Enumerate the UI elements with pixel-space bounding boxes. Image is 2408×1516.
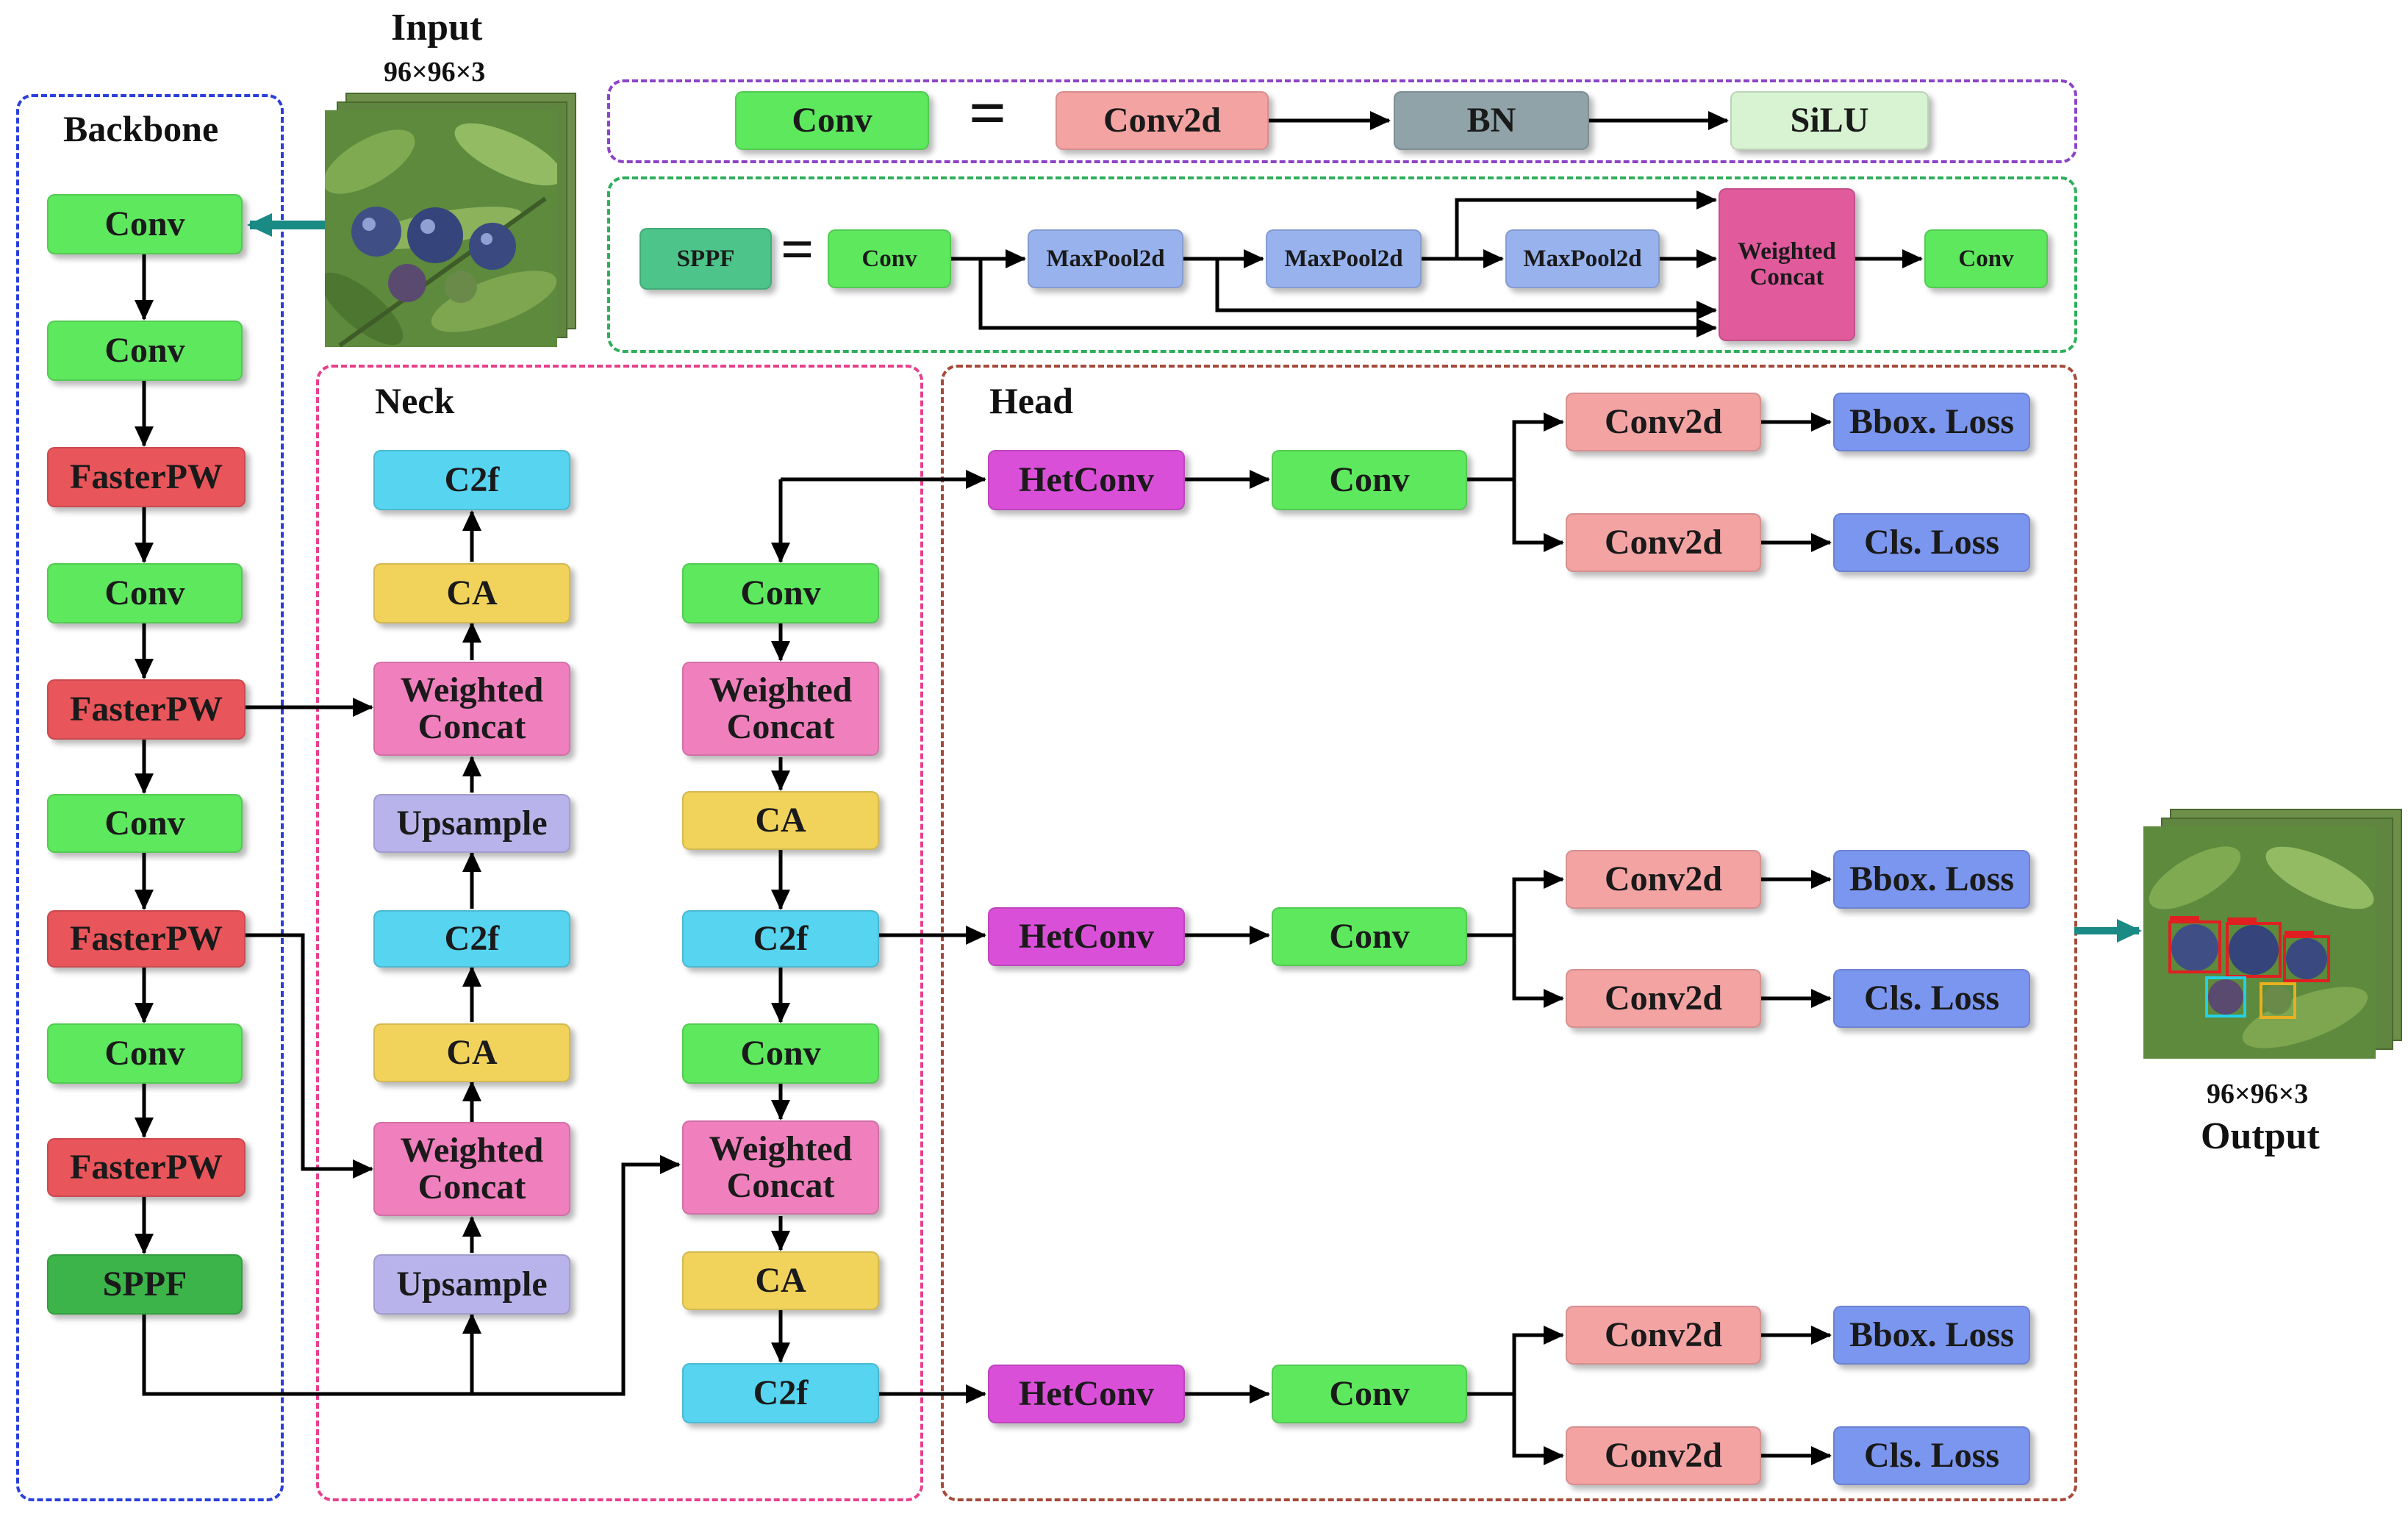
neck-right-weighted-concat-top: Weighted Concat [682,662,879,756]
head-bbox-loss-1: Bbox. Loss [1833,393,2030,451]
legend-conv: Conv [735,91,929,150]
head-cls-loss-2: Cls. Loss [1833,969,2030,1028]
head-hetconv-3: HetConv [988,1365,1185,1423]
neck-right-ca-bottom: CA [682,1251,879,1310]
neck-left-weighted-concat-top: Weighted Concat [373,662,570,756]
conv-legend-region [607,79,2077,163]
neck-left-c2f-mid: C2f [373,910,570,968]
neck-left-ca-mid: CA [373,1023,570,1082]
legend-maxpool2d-1: MaxPool2d [1028,229,1183,288]
backbone-conv-5: Conv [47,1023,243,1084]
backbone-fasterpw-1: FasterPW [47,447,246,507]
backbone-title: Backbone [63,108,219,149]
head-conv2d-1b: Conv2d [1566,513,1761,572]
legend-bn: BN [1394,91,1589,150]
head-conv2d-2a: Conv2d [1566,850,1761,909]
head-bbox-loss-3: Bbox. Loss [1833,1306,2030,1365]
legend-sppf-conv-in: Conv [828,229,951,288]
head-hetconv-1: HetConv [988,450,1185,510]
head-conv2d-3b: Conv2d [1566,1426,1761,1485]
neck-right-c2f-mid: C2f [682,910,879,968]
neck-left-c2f-top: C2f [373,450,570,510]
legend-sppf-equals: = [781,218,814,282]
neck-left-weighted-concat-bottom: Weighted Concat [373,1122,570,1216]
neck-right-c2f-bottom: C2f [682,1363,879,1423]
input-title: Input [391,7,483,49]
legend-maxpool2d-2: MaxPool2d [1266,229,1422,288]
output-title: Output [2201,1115,2320,1157]
neck-left-ca-top: CA [373,563,570,623]
head-conv2d-1a: Conv2d [1566,393,1761,451]
neck-region [316,365,923,1501]
legend-maxpool2d-3: MaxPool2d [1505,229,1660,288]
backbone-conv-4: Conv [47,794,243,853]
head-title: Head [989,380,1073,421]
backbone-conv-1: Conv [47,194,243,254]
neck-right-weighted-concat-bottom: Weighted Concat [682,1120,879,1215]
legend-sppf-conv-out: Conv [1924,229,2048,288]
head-conv2d-2b: Conv2d [1566,969,1761,1028]
backbone-conv-2: Conv [47,321,243,381]
neck-right-conv-top: Conv [682,563,879,623]
neck-left-upsample-bottom: Upsample [373,1254,570,1315]
blueberry-output-detection-photo [2143,826,2376,1059]
legend-sppf: SPPF [639,228,772,290]
blueberry-input-photo [325,110,557,347]
legend-silu: SiLU [1730,91,1929,150]
head-conv-2: Conv [1272,907,1467,966]
head-conv-1: Conv [1272,450,1467,510]
head-conv-3: Conv [1272,1365,1467,1423]
neck-right-ca-top: CA [682,791,879,850]
neck-title: Neck [375,380,455,421]
head-hetconv-2: HetConv [988,907,1185,966]
backbone-region [16,94,284,1501]
input-size: 96×96×3 [384,57,486,87]
sppf-legend-region [607,176,2077,353]
head-cls-loss-3: Cls. Loss [1833,1426,2030,1485]
legend-conv2d: Conv2d [1056,91,1269,150]
legend-conv-equals: = [969,77,1007,150]
output-size: 96×96×3 [2207,1079,2309,1109]
neck-left-upsample-top: Upsample [373,794,570,853]
backbone-sppf: SPPF [47,1254,243,1315]
backbone-conv-3: Conv [47,563,243,623]
neck-right-conv-mid: Conv [682,1023,879,1084]
head-cls-loss-1: Cls. Loss [1833,513,2030,572]
backbone-fasterpw-3: FasterPW [47,910,246,968]
head-bbox-loss-2: Bbox. Loss [1833,850,2030,909]
legend-weighted-concat: Weighted Concat [1719,188,1855,341]
backbone-fasterpw-4: FasterPW [47,1138,246,1197]
head-conv2d-3a: Conv2d [1566,1306,1761,1365]
backbone-fasterpw-2: FasterPW [47,679,246,740]
